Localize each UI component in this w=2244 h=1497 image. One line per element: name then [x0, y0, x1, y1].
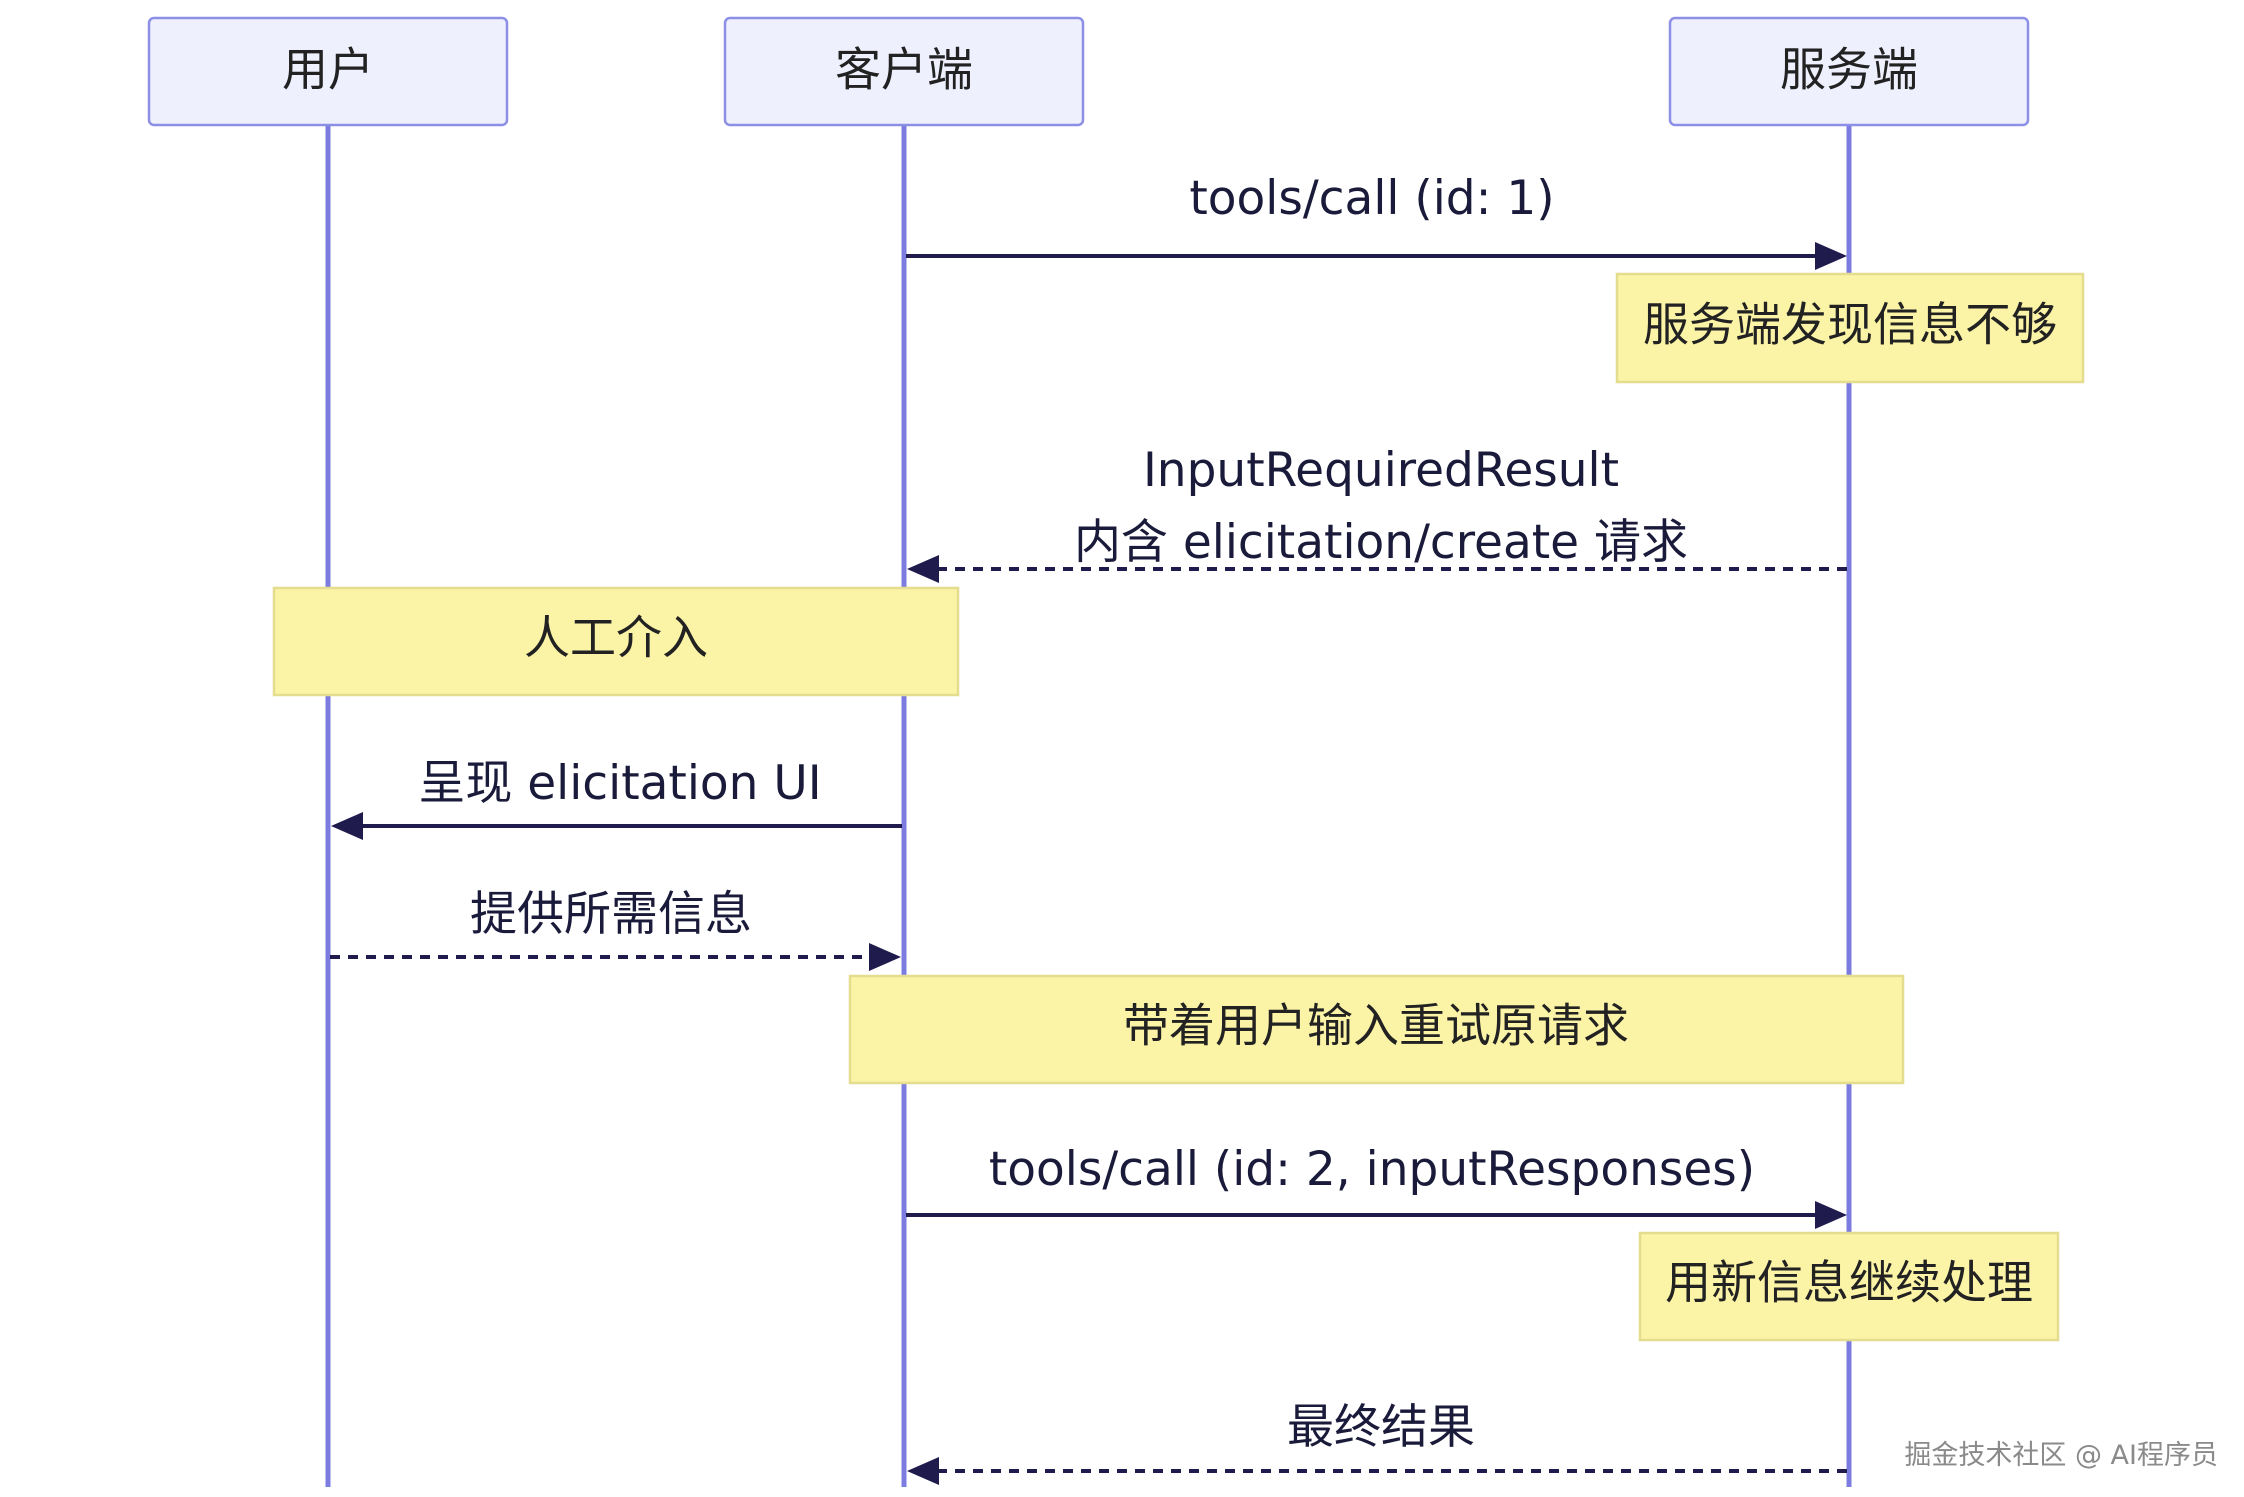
message-render-ui-arrowhead [331, 812, 363, 840]
message-tools-call-2: tools/call (id: 2, inputResponses) [906, 1142, 1847, 1229]
message-provide-info-label: 提供所需信息 [470, 887, 752, 942]
message-input-required-label-line1: InputRequiredResult [1143, 443, 1619, 498]
actor-server-label: 服务端 [1780, 43, 1918, 97]
message-final-result-arrowhead [907, 1457, 939, 1485]
note-human-intervention-text: 人工介入 [524, 611, 708, 665]
actor-user-box [147, 16, 509, 127]
message-tools-call-2-label: tools/call (id: 2, inputResponses) [989, 1142, 1755, 1197]
watermark: 掘金技术社区 @ AI程序员 [1904, 1440, 2218, 1471]
note-human-intervention: 人工介入 [272, 586, 960, 697]
message-render-ui-label: 呈现 elicitation UI [418, 756, 821, 811]
note-human-intervention-box [272, 586, 960, 697]
note-retry-request: 带着用户输入重试原请求 [848, 974, 1905, 1085]
note-retry-request-box [848, 974, 1905, 1085]
message-render-ui: 呈现 elicitation UI [331, 756, 902, 840]
actor-server: 服务端 [1668, 16, 2030, 127]
message-provide-info: 提供所需信息 [330, 887, 901, 971]
message-provide-info-arrowhead [869, 943, 901, 971]
message-final-result-label: 最终结果 [1287, 1400, 1475, 1455]
actor-user-label: 用户 [282, 43, 374, 97]
actor-client-label: 客户端 [835, 43, 973, 97]
message-tools-call-1-label: tools/call (id: 1) [1189, 171, 1554, 226]
message-input-required-label-line2: 内含 elicitation/create 请求 [1074, 515, 1688, 570]
message-tools-call-1: tools/call (id: 1) [906, 171, 1847, 270]
message-input-required-arrowhead [907, 555, 939, 583]
note-continue-processing-text: 用新信息继续处理 [1665, 1256, 2033, 1310]
note-server-insufficient-box [1615, 272, 2085, 384]
actor-client-box [723, 16, 1085, 127]
message-tools-call-2-arrowhead [1815, 1201, 1847, 1229]
message-final-result: 最终结果 [907, 1400, 1847, 1485]
note-server-insufficient-text: 服务端发现信息不够 [1643, 298, 2057, 352]
note-server-insufficient: 服务端发现信息不够 [1615, 272, 2085, 384]
message-tools-call-1-arrowhead [1815, 242, 1847, 270]
message-input-required: InputRequiredResult 内含 elicitation/creat… [907, 443, 1847, 583]
actor-user: 用户 [147, 16, 509, 127]
note-continue-processing: 用新信息继续处理 [1638, 1231, 2060, 1342]
note-continue-processing-box [1638, 1231, 2060, 1342]
actor-server-box [1668, 16, 2030, 127]
actor-client: 客户端 [723, 16, 1085, 127]
note-retry-request-text: 带着用户输入重试原请求 [1123, 999, 1629, 1053]
